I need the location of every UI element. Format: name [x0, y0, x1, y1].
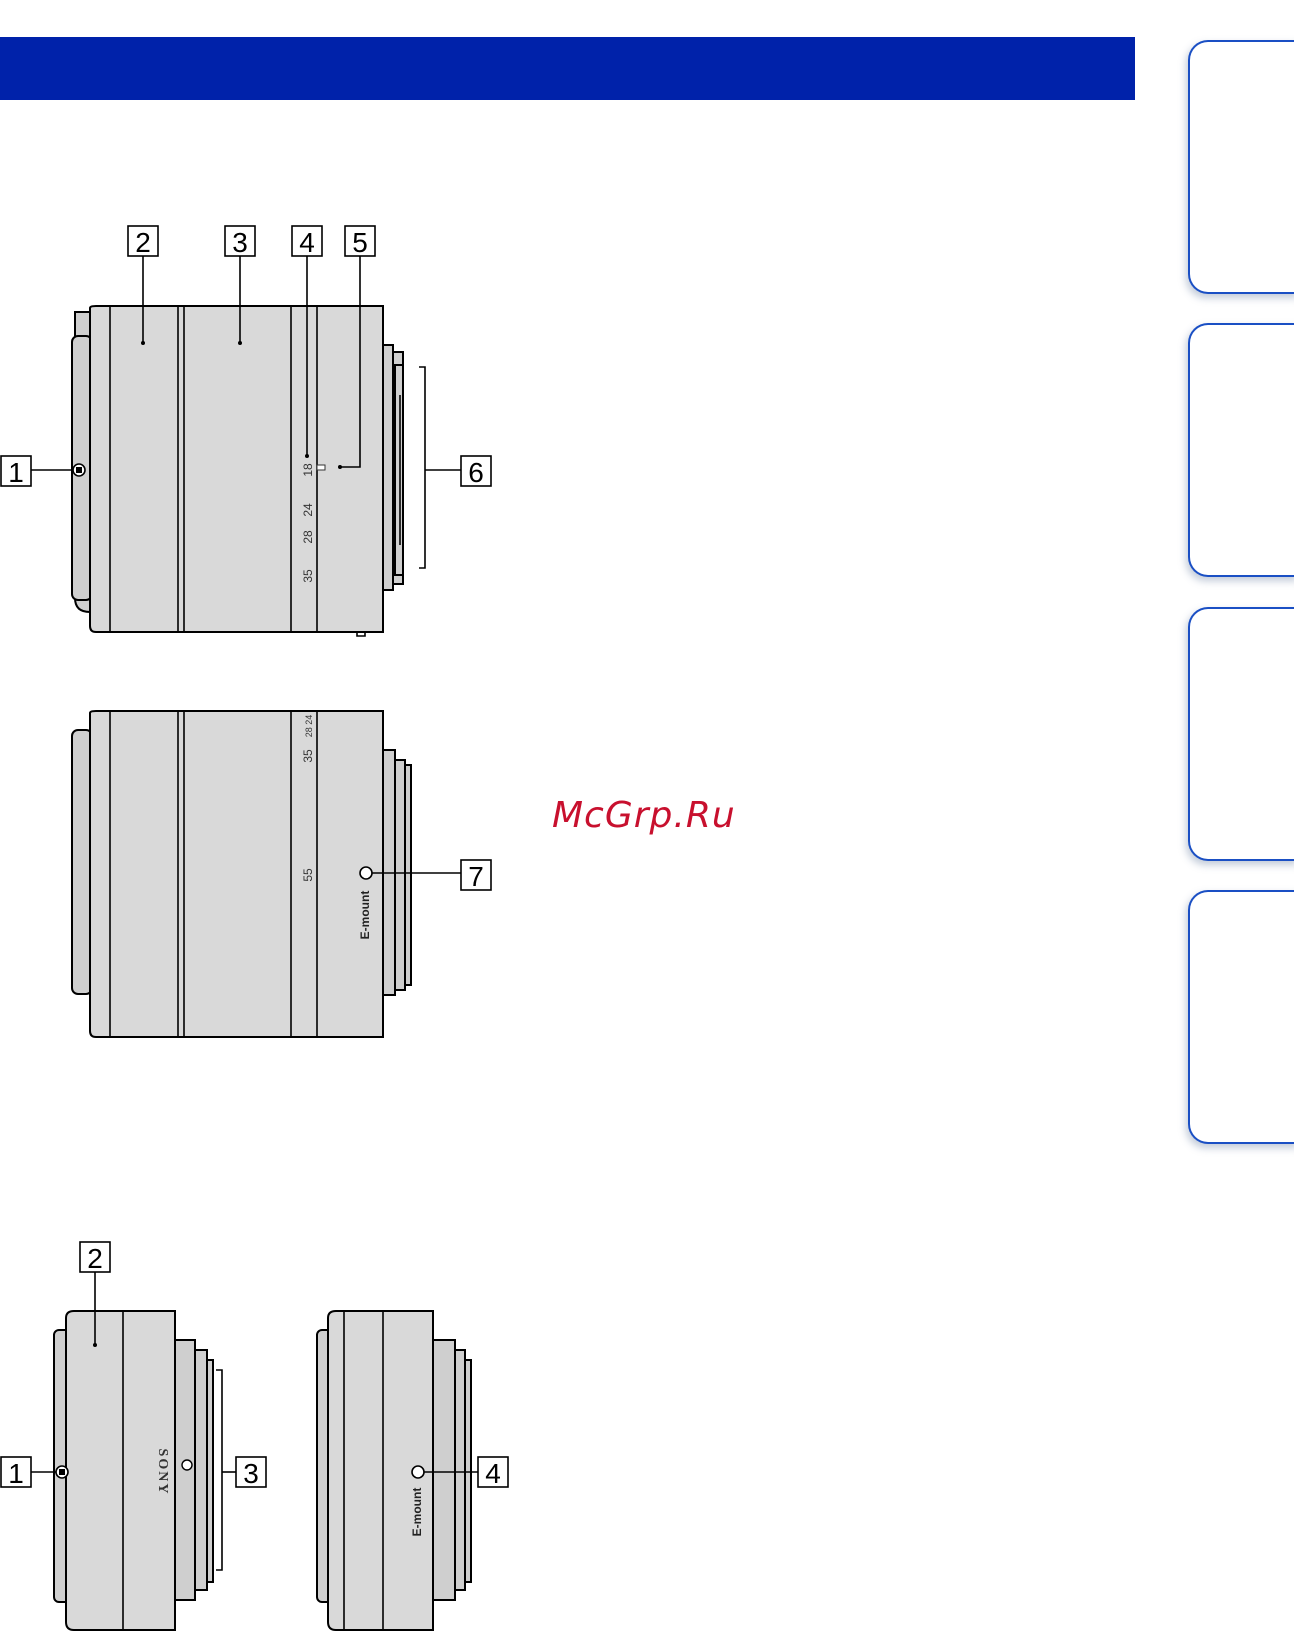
callout-7: 7: [468, 861, 484, 892]
mount-index-icon-side: [360, 867, 372, 879]
prime-lens-front-view: [54, 1311, 213, 1630]
svg-text:28 24: 28 24: [304, 715, 314, 738]
callout-5: 5: [352, 227, 368, 258]
mount-index-icon-prime-side: [412, 1466, 424, 1478]
prime-e-mount-label: E-mount: [410, 1488, 424, 1537]
zoom-lens-top-view: [72, 306, 403, 636]
prime-callout-4: 4: [485, 1458, 501, 1489]
e-mount-label: E-mount: [358, 891, 372, 940]
prime-callout-1: 1: [8, 1458, 24, 1489]
callout-3: 3: [232, 227, 248, 258]
zoom-lens-side-view: 28 24: [72, 711, 411, 1037]
callout-2: 2: [135, 227, 151, 258]
focal-mark-55-side: 55: [301, 868, 315, 882]
prime-callout-3: 3: [243, 1458, 259, 1489]
focal-mark-28: 28: [301, 530, 315, 544]
callout-4: 4: [299, 227, 315, 258]
callout-1: 1: [8, 457, 24, 488]
prime-lens-side-view: [317, 1311, 471, 1630]
prime-callout-2: 2: [87, 1243, 103, 1274]
sony-logo-text: SONY: [155, 1449, 170, 1496]
focal-mark-18: 18: [301, 463, 315, 477]
focal-mark-35-side: 35: [301, 749, 315, 763]
focal-mark-24: 24: [301, 503, 315, 517]
callout-6: 6: [468, 457, 484, 488]
focal-mark-35: 35: [301, 569, 315, 583]
